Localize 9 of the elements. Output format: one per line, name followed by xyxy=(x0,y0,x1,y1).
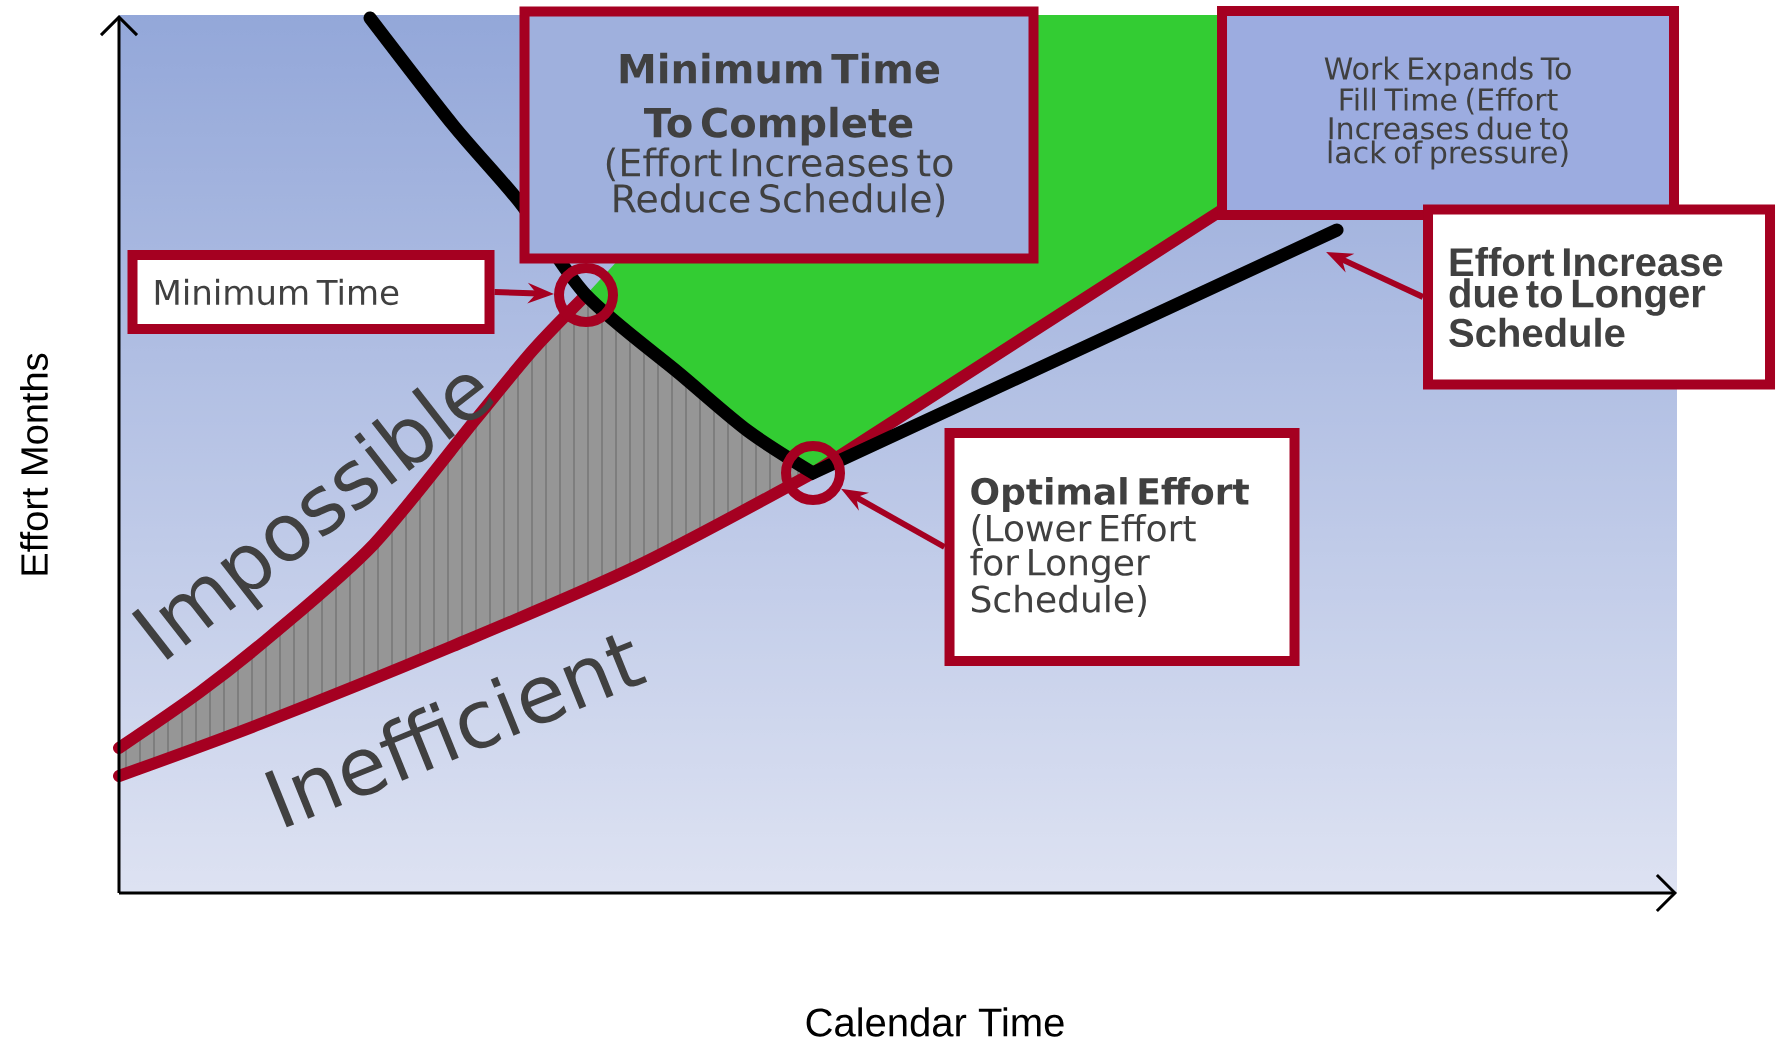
callout-box: Optimal Effort (Lower Effort for Longer Schedule) xyxy=(944,428,1300,666)
axis-label: Calendar Time xyxy=(806,1007,1064,1037)
point-circle xyxy=(554,263,618,327)
axis-label: Effort Months xyxy=(20,353,48,575)
point-circle xyxy=(781,441,845,505)
callout-box: Minimum Time xyxy=(127,250,495,334)
callout-box: Effort Increase due to Longer Schedule xyxy=(1423,204,1775,390)
callout-box: Minimum Time To Complete (Effort Increases to Reduce Schedule) xyxy=(519,6,1039,264)
callout-box: Work Expands To Fill Time (Effort Increases due to lack of pressure) xyxy=(1217,6,1679,220)
